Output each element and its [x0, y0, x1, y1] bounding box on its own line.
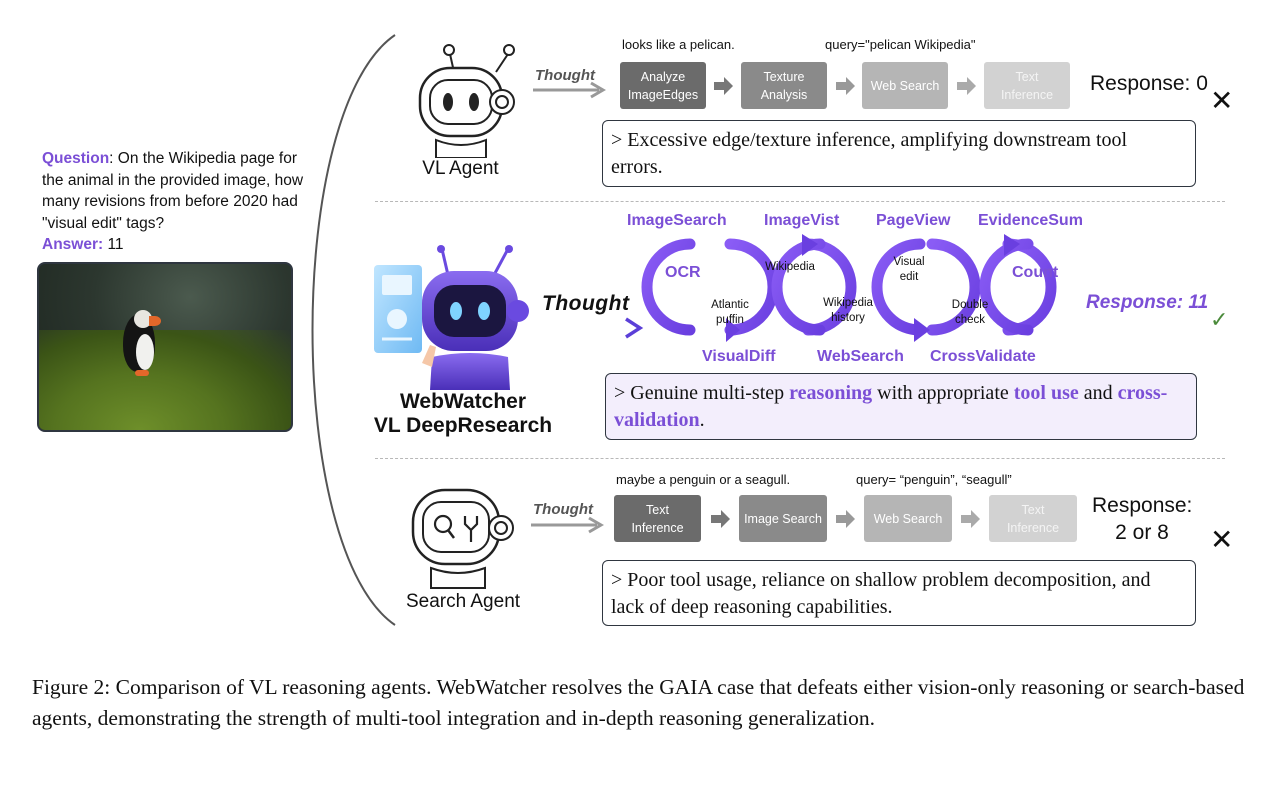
divider-bottom [375, 458, 1225, 459]
ww-critique-part: and [1078, 382, 1118, 404]
puffin-photo [37, 262, 293, 432]
sa-response: Response: 2 or 8 [1092, 492, 1192, 546]
arrow-right-icon [836, 77, 855, 95]
arrow-right-icon [957, 77, 976, 95]
sa-response-line1: Response: [1092, 494, 1193, 517]
sa-thought-arrow-icon [531, 516, 604, 534]
vl-critique-box: > Excessive edge/texture inference, ampl… [602, 120, 1196, 187]
webwatcher-name: WebWatcher VL DeepResearch [368, 390, 558, 438]
vl-note-right: query="pelican Wikipedia" [825, 37, 976, 52]
tool-imagevist: ImageVist [764, 212, 840, 229]
ring-count: Count [1012, 264, 1059, 281]
tool-evidencesum: EvidenceSum [978, 212, 1083, 229]
divider-top [375, 201, 1225, 202]
answer-value: 11 [103, 236, 124, 253]
arrow-right-icon [714, 77, 733, 95]
sa-note-left: maybe a penguin or a seagull. [616, 472, 791, 487]
sa-critique-box: > Poor tool usage, reliance on shallow p… [602, 560, 1196, 626]
vl-step-websearch: Web Search [862, 62, 948, 109]
webwatcher-name-line2: VL DeepResearch [373, 414, 553, 437]
ww-reasoning-chain [641, 234, 1057, 342]
answer-label: Answer: [42, 236, 104, 253]
ww-critique-part: > Genuine multi-step [614, 382, 790, 404]
vl-thought-label: Thought [535, 67, 595, 84]
figure-caption: Figure 2: Comparison of VL reasoning age… [32, 675, 1245, 730]
puffin-beak [149, 316, 161, 326]
ring-ocr: OCR [665, 264, 701, 281]
sa-step-web-search: Web Search [864, 495, 952, 542]
sa-cross-icon: ✕ [1210, 524, 1234, 555]
puffin-legs [135, 370, 149, 376]
puffin-belly [136, 334, 154, 370]
webwatcher-name-line1: WebWatcher [399, 390, 527, 413]
sa-critique-text: > Poor tool usage, reliance on shallow p… [611, 569, 1151, 618]
sa-step-image-search: Image Search [739, 495, 827, 542]
arrow-right-icon [711, 510, 730, 528]
arrow-right-icon [836, 510, 855, 528]
question-label: Question [42, 150, 110, 167]
ww-critique-part: . [699, 409, 705, 431]
tool-crossvalidate: CrossValidate [930, 348, 1036, 365]
sa-thought-label: Thought [533, 501, 593, 518]
vl-agent-robot-icon [418, 44, 515, 158]
ww-thought-label: Thought [542, 292, 630, 315]
vl-critique-text: > Excessive edge/texture inference, ampl… [611, 129, 1128, 178]
webwatcher-robot-icon [374, 245, 529, 390]
sa-response-line2: 2 or 8 [1115, 521, 1169, 544]
question-text: Question: On the Wikipedia page for the … [42, 148, 317, 256]
vl-cross-icon: ✕ [1210, 85, 1234, 116]
vl-agent-name: VL Agent [422, 158, 499, 179]
search-agent-robot-icon [411, 488, 514, 589]
question-body: : On the Wikipedia page for the animal i… [42, 150, 304, 232]
tool-imagesearch: ImageSearch [627, 212, 727, 229]
mini-wikipedia: Wikipedia [765, 261, 815, 273]
vl-thought-arrow-icon [533, 81, 606, 99]
tool-pageview: PageView [876, 212, 951, 229]
tool-visualdiff: VisualDiff [702, 348, 776, 365]
search-agent-name: Search Agent [405, 591, 521, 612]
tool-websearch: WebSearch [817, 348, 904, 365]
ww-check-icon: ✓ [1210, 307, 1229, 332]
ww-thought-arrow-icon [540, 317, 644, 339]
ww-critique-box: > Genuine multi-step reasoning with appr… [605, 373, 1197, 440]
vl-note-left: looks like a pelican. [622, 37, 735, 52]
puffin-face [134, 310, 152, 328]
ww-critique-part: with appropriate [872, 382, 1014, 404]
ww-highlight-tool-use: tool use [1013, 382, 1079, 404]
arrow-right-icon [961, 510, 980, 528]
sa-note-right: query= “penguin”, “seagull” [856, 472, 1012, 487]
photo-grass [39, 330, 291, 430]
vl-response: Response: 0 [1090, 72, 1208, 95]
ww-highlight-reasoning: reasoning [789, 382, 873, 404]
bracket-arc [311, 34, 396, 626]
ww-response: Response: 11 [1086, 292, 1209, 313]
ww-highlight-cross-validation: cross-validation [614, 382, 1168, 431]
